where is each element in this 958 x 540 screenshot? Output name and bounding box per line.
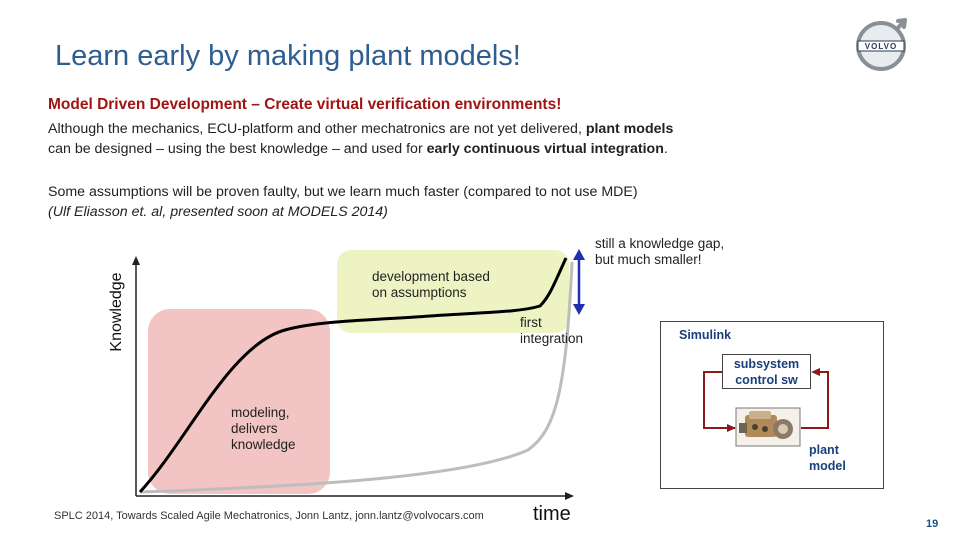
para1-line2-c: .: [663, 141, 668, 157]
loop-right-arrowhead: [811, 368, 820, 376]
slide-title: Learn early by making plant models!: [55, 40, 521, 72]
engine-icon: [735, 407, 801, 447]
slide-subtitle: Model Driven Development – Create virtua…: [48, 96, 562, 113]
loop-left-arrowhead: [727, 424, 736, 432]
page-number: 19: [926, 518, 939, 530]
logo-text: VOLVO: [865, 42, 897, 51]
subsystem-line1: subsystem: [733, 357, 800, 371]
assumption-paragraph: Some assumptions will be proven faulty, …: [48, 182, 638, 222]
volvo-logo: VOLVO: [856, 18, 907, 71]
footer-text: SPLC 2014, Towards Scaled Agile Mechatro…: [54, 510, 484, 522]
plant-label-line1: plant: [809, 443, 839, 457]
loop-right-path: [801, 371, 829, 429]
para2-citation: (Ulf Eliasson et. al, presented soon at …: [48, 204, 388, 220]
x-axis-label: time: [533, 503, 571, 525]
loop-left-path: [703, 371, 735, 429]
gap-label-line1: still a knowledge gap,: [595, 236, 725, 251]
intro-paragraph: Although the mechanics, ECU-platform and…: [48, 119, 673, 159]
para1-line2-bold: early continuous virtual integration: [426, 141, 664, 157]
green-label-line2: on assumptions: [372, 285, 467, 300]
y-axis-arrow: [132, 256, 140, 265]
para2-line1: Some assumptions will be proven faulty, …: [48, 184, 638, 200]
gap-arrow-top-head: [573, 249, 585, 260]
first-integration-line2: integration: [520, 331, 584, 346]
pink-label-line2: delivers: [231, 421, 278, 436]
subsystem-block: subsystem control sw: [722, 354, 811, 389]
subsystem-line2: control sw: [735, 373, 798, 387]
x-axis-arrow: [565, 492, 574, 500]
first-integration-line1: first: [520, 315, 542, 330]
gap-label-line2: but much smaller!: [595, 252, 702, 267]
pink-modeling-region: [148, 309, 330, 494]
plant-model-label: plant model: [809, 442, 846, 474]
simulink-box: [660, 321, 884, 489]
pink-label-line3: knowledge: [231, 437, 296, 452]
baseline-knowledge-curve: [139, 261, 574, 494]
first-integration-label: first integration: [520, 315, 583, 347]
knowledge-gap-label: still a knowledge gap, but much smaller!: [595, 236, 724, 268]
simulink-title: Simulink: [679, 328, 732, 342]
para1-line1-a: Although the mechanics, ECU-platform and…: [48, 121, 586, 137]
plant-label-line2: model: [809, 459, 846, 473]
para1-line2-a: can be designed – using the best knowled…: [48, 141, 427, 157]
green-region-label: development based on assumptions: [372, 269, 490, 301]
pink-region-label: modeling, delivers knowledge: [231, 405, 296, 453]
model-knowledge-curve: [138, 257, 568, 494]
green-label-line1: development based: [372, 269, 490, 284]
gap-arrow-bottom-head: [573, 304, 585, 315]
pink-label-line1: modeling,: [231, 405, 290, 420]
para1-line1-bold: plant models: [585, 121, 674, 137]
